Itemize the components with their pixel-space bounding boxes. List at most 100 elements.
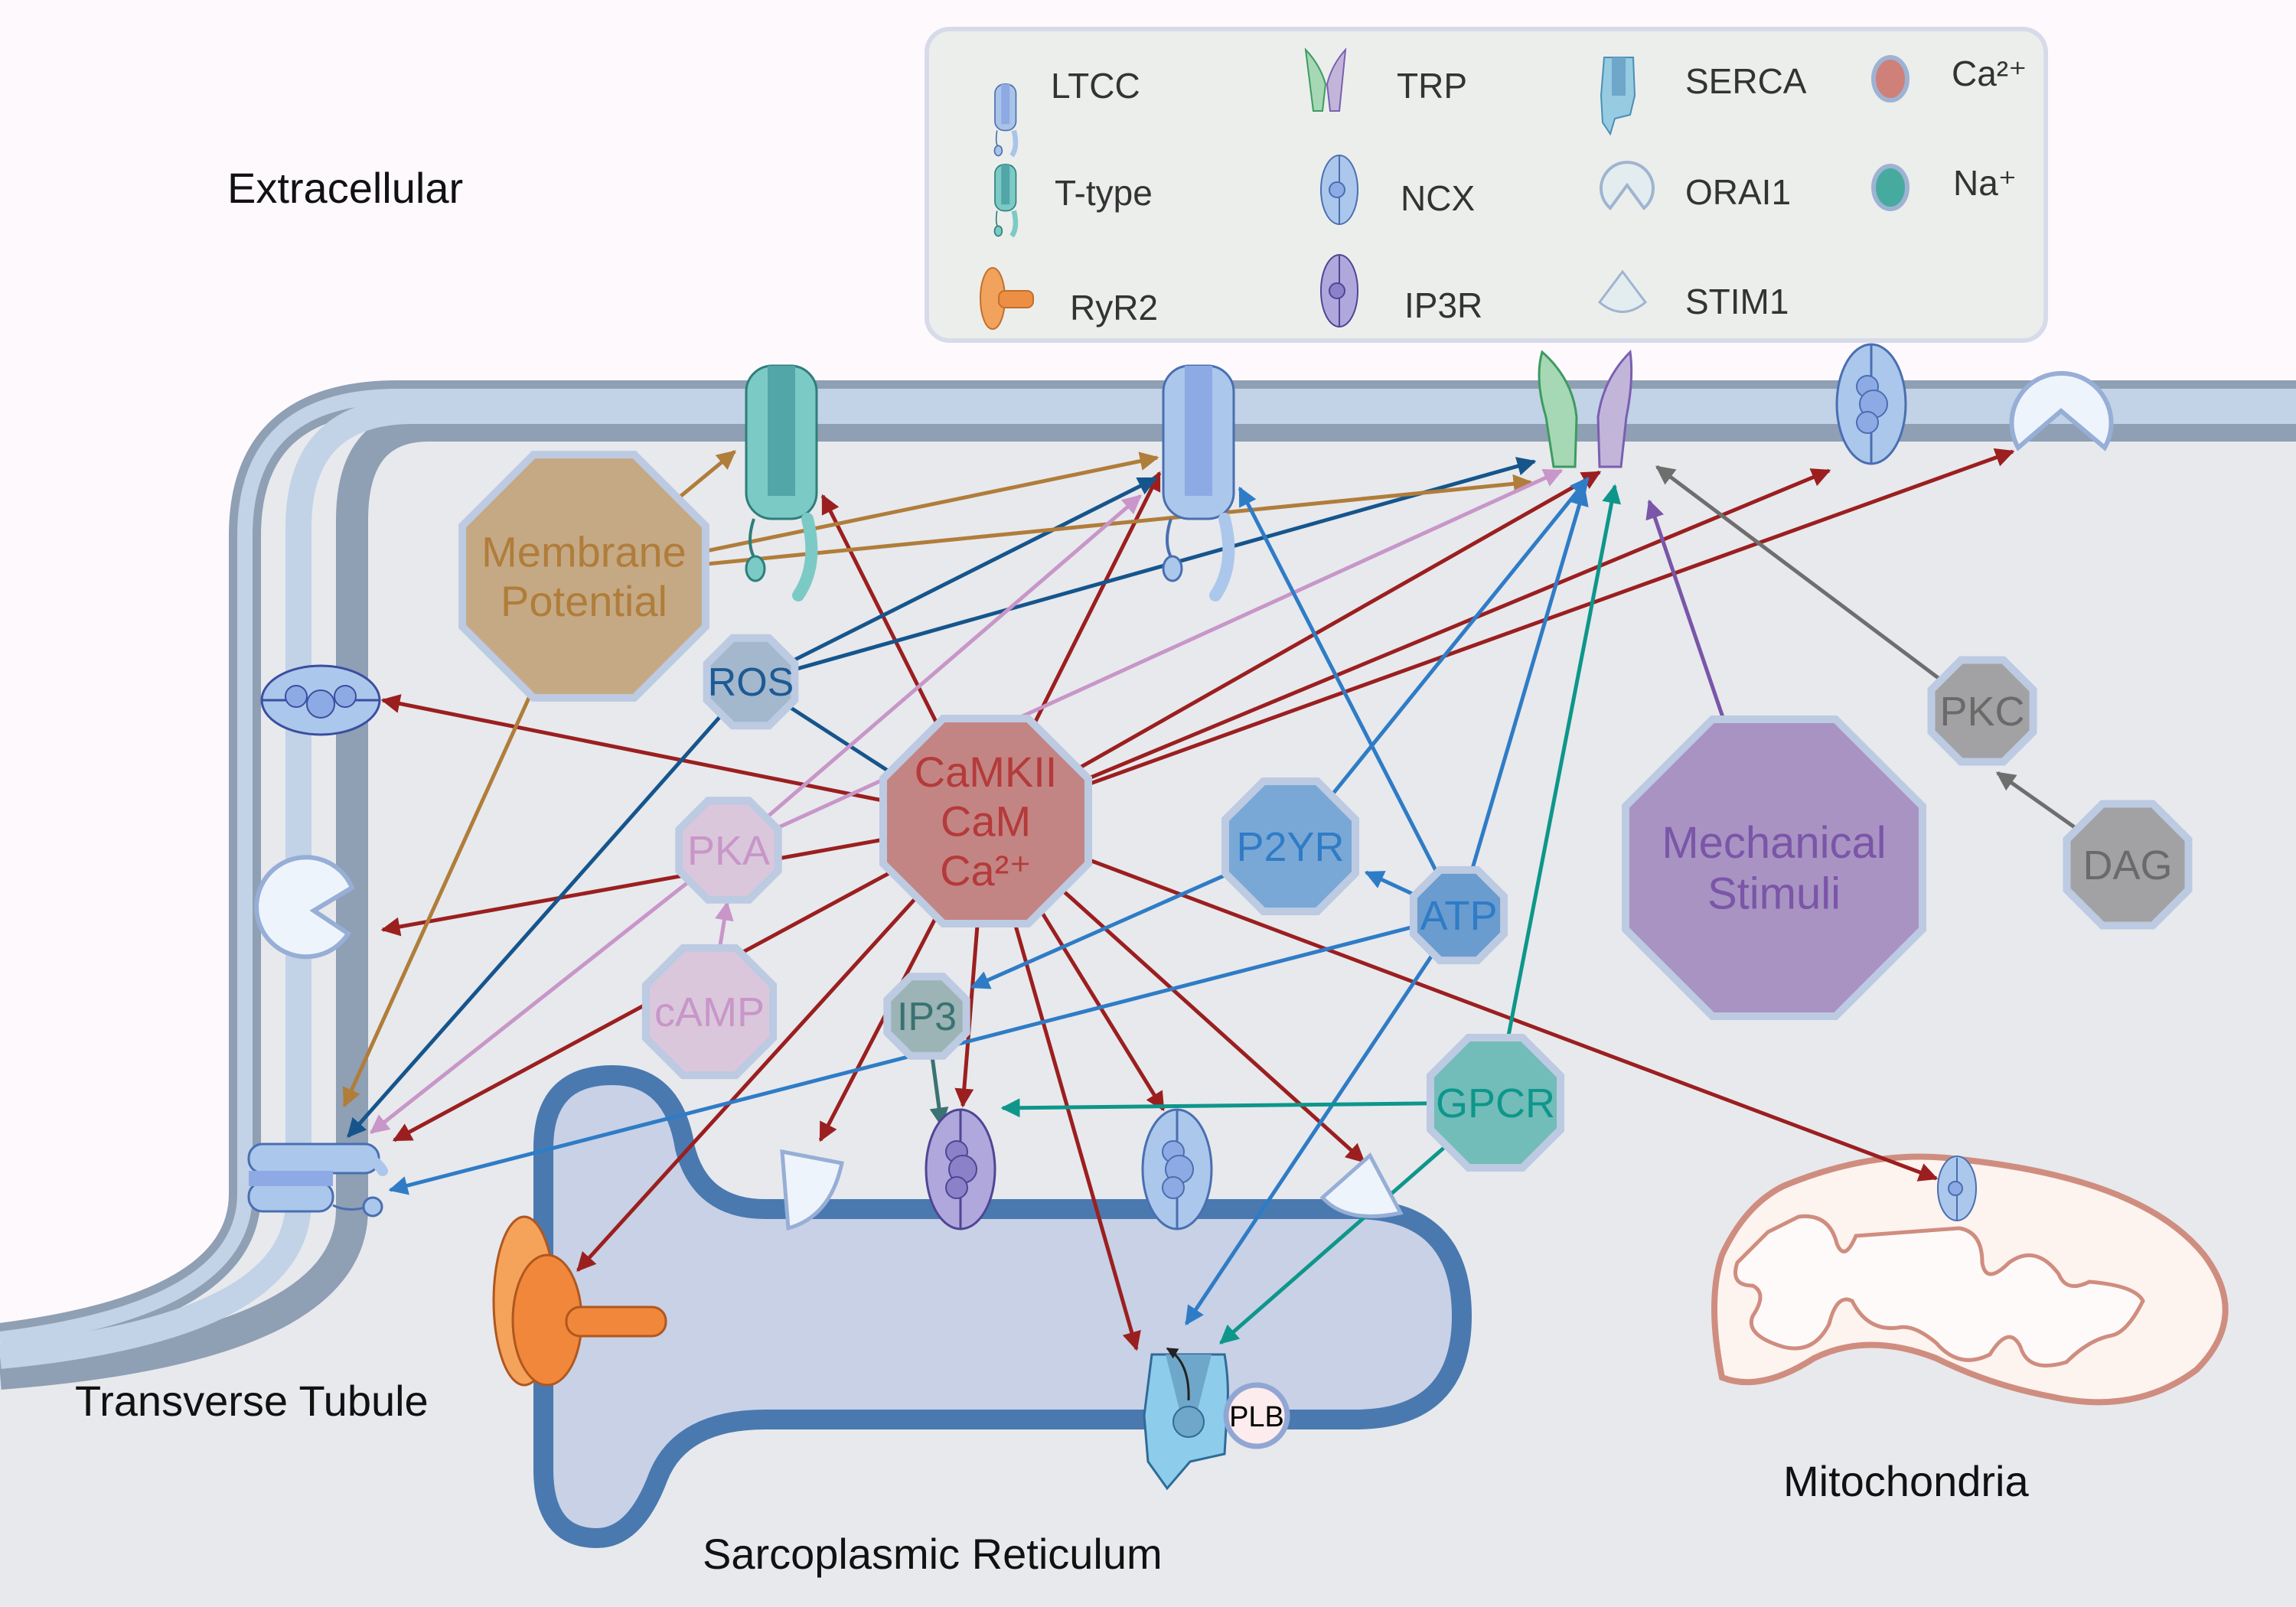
arrow-ip3	[929, 1051, 949, 1127]
arrow-gpcr	[1219, 1140, 1452, 1345]
node-label: ATP	[1420, 893, 1497, 939]
stim1-icon	[1597, 269, 1648, 313]
legend-item-stim1: STIM1	[1597, 269, 1789, 321]
ncx-channel	[1835, 343, 1907, 465]
ncx-icon	[1320, 155, 1358, 225]
node-label: PKA	[687, 828, 770, 874]
arrow-pka	[370, 876, 694, 1134]
node-label: GPCR	[1436, 1081, 1555, 1126]
arrow-pka	[762, 494, 1142, 823]
node-shape	[1409, 865, 1508, 965]
legend-label-ncx: NCX	[1401, 178, 1475, 218]
ryr2-channel	[492, 1215, 667, 1387]
arrow-membrane-potential	[342, 677, 540, 1108]
legend-label-trp: TRP	[1397, 66, 1467, 106]
arrow-camkii	[1009, 911, 1141, 1351]
arrow-mechanical	[1645, 499, 1732, 739]
legend-label-ttype: T-type	[1055, 173, 1153, 213]
arrow-camkii	[380, 694, 894, 805]
legend-item-ttype: T-type	[993, 164, 1153, 238]
arrow-p2yr	[970, 869, 1237, 989]
node-shape	[641, 944, 778, 1080]
arrow-camkii	[1054, 882, 1365, 1163]
legend-item-serca: SERCA	[1600, 57, 1807, 136]
node-dag: DAG	[2063, 800, 2193, 930]
t-tubule-ltcc	[247, 1143, 388, 1217]
node-shape	[883, 973, 970, 1060]
trp-channel	[1538, 349, 1633, 468]
trp-icon	[1304, 47, 1347, 112]
node-shape	[1622, 715, 1926, 1020]
node-shape	[1927, 656, 2037, 766]
node-camp: cAMP	[641, 944, 778, 1080]
legend-item-ca: Ca²⁺	[1871, 54, 2027, 103]
legend-item-ncx: NCX	[1320, 155, 1475, 225]
legend-item-ryr2: RyR2	[980, 267, 1158, 330]
node-p2yr: P2YR	[1221, 777, 1359, 915]
node-label: P2YR	[1236, 824, 1344, 870]
orai1-channel	[2009, 370, 2114, 451]
region-label-transverse-tubule: Transverse Tubule	[75, 1377, 429, 1425]
legend: LTCC TRP SERCA Ca²⁺	[925, 27, 2048, 343]
ryr2-icon	[980, 267, 1034, 330]
node-shape	[1221, 777, 1359, 915]
arrow-gpcr	[1505, 484, 1621, 1045]
orai1-icon	[1600, 161, 1655, 210]
sr-stim1-left	[780, 1149, 844, 1231]
arrow-camkii	[1033, 900, 1166, 1112]
node-label: cAMP	[654, 989, 765, 1035]
arrow-gpcr	[1000, 1098, 1436, 1118]
sr-ncx-channel	[1141, 1108, 1213, 1231]
arrow-camkii	[576, 889, 924, 1272]
node-label: Stimuli	[1707, 869, 1841, 919]
legend-label-ca: Ca²⁺	[1952, 54, 2027, 93]
legend-item-ltcc: LTCC	[993, 66, 1140, 158]
calcium-ion-icon	[1871, 55, 1910, 103]
node-ip3: IP3	[883, 973, 970, 1060]
region-label-extracellular: Extracellular	[227, 164, 463, 212]
node-shape	[879, 715, 1092, 927]
legend-label-ltcc: LTCC	[1051, 66, 1140, 106]
node-shape	[458, 451, 709, 702]
arrow-atp	[1468, 486, 1589, 876]
node-shape	[1427, 1034, 1564, 1172]
node-label: Ca²⁺	[940, 846, 1032, 895]
node-pkc: PKC	[1927, 656, 2037, 766]
plb-label: PLB	[1229, 1401, 1284, 1433]
legend-label-ryr2: RyR2	[1070, 288, 1158, 328]
arrow-ros	[783, 702, 905, 783]
plb: PLB	[1223, 1382, 1290, 1449]
arrow-camkii	[1066, 470, 1602, 777]
serca-pump	[1143, 1347, 1229, 1491]
arrow-pkc	[1655, 465, 1946, 685]
ltcc-channel	[1162, 364, 1235, 601]
legend-item-trp: TRP	[1304, 47, 1467, 112]
sr-stim1-right	[1319, 1152, 1404, 1218]
node-pka: PKA	[675, 797, 782, 904]
node-label: ROS	[708, 660, 794, 705]
serca-icon	[1600, 57, 1636, 136]
legend-item-ip3r: IP3R	[1320, 254, 1482, 328]
sodium-ion-icon	[1871, 164, 1910, 211]
node-ros: ROS	[703, 634, 799, 730]
arrow-dag	[1995, 771, 2083, 834]
arrow-atp	[388, 924, 1419, 1195]
sarcoplasmic-reticulum	[533, 1064, 1473, 1549]
node-atp: ATP	[1409, 865, 1508, 965]
node-label: PKC	[1939, 689, 2024, 735]
node-label: Potential	[501, 577, 667, 625]
region-label-sarcoplasmic-reticulum: Sarcoplasmic Reticulum	[703, 1530, 1163, 1578]
legend-item-na: Na⁺	[1871, 163, 2017, 211]
legend-label-stim1: STIM1	[1685, 282, 1789, 321]
arrow-camkii	[380, 836, 894, 937]
t-type-channel	[745, 364, 818, 601]
node-label: Mechanical	[1662, 818, 1886, 868]
arrow-camkii	[818, 904, 944, 1143]
node-label: IP3	[897, 995, 957, 1039]
ip3r-icon	[1320, 254, 1358, 328]
arrow-membrane-potential	[695, 474, 1533, 567]
ltcc-icon	[993, 83, 1019, 158]
